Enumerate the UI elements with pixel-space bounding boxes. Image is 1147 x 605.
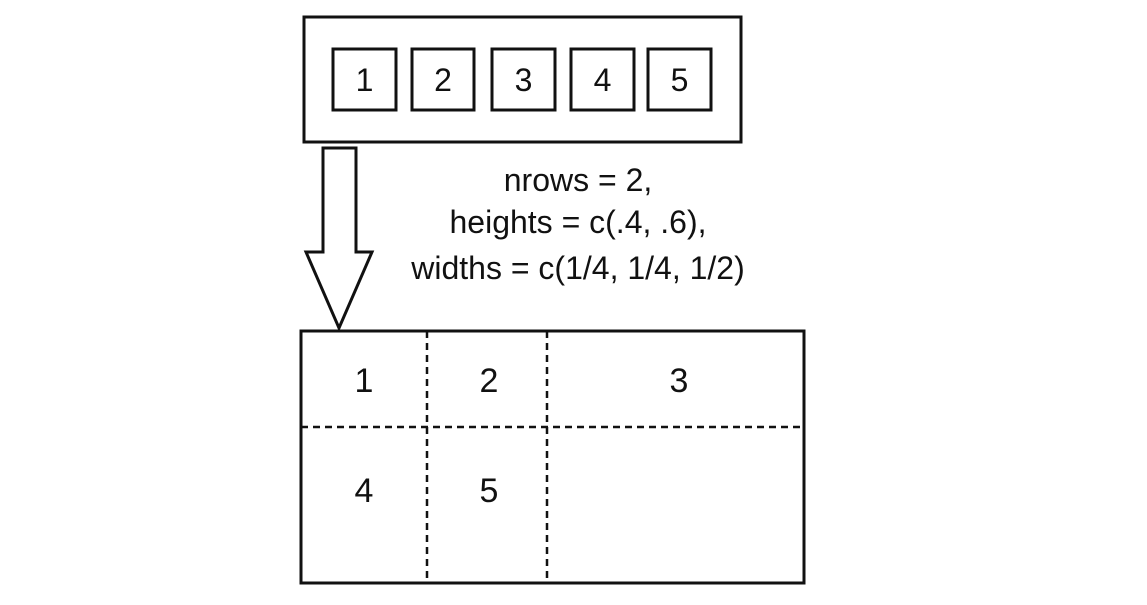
output-grid-border (299, 329, 806, 585)
input-panel: 1 (331, 47, 398, 112)
param-nrows: nrows = 2, (504, 162, 653, 198)
input-panel: 2 (410, 47, 476, 112)
input-panel-box (646, 47, 713, 112)
input-panel-label: 1 (356, 62, 374, 98)
input-panels: 1 2 3 4 5 (331, 47, 713, 112)
input-panel-label: 3 (515, 62, 533, 98)
grid-cell-label: 2 (480, 362, 499, 400)
output-grid: 1 2 3 4 5 (299, 329, 806, 585)
input-strip-container (302, 15, 743, 144)
input-panel-box (490, 47, 557, 112)
input-panel-label: 2 (434, 62, 452, 98)
input-panel-box (331, 47, 398, 112)
param-widths: widths = c(1/4, 1/4, 1/2) (410, 250, 745, 286)
grid-cell-label: 3 (670, 362, 689, 400)
input-panel: 3 (490, 47, 557, 112)
grid-cell-label: 1 (355, 362, 374, 400)
param-heights: heights = c(.4, .6), (449, 204, 706, 240)
down-arrow-icon (303, 146, 375, 332)
grid-cell-label: 5 (480, 472, 499, 510)
input-panel-label: 4 (594, 62, 612, 98)
input-panel-box (410, 47, 476, 112)
input-panel: 5 (646, 47, 713, 112)
input-panel: 4 (569, 47, 636, 112)
input-panel-box (569, 47, 636, 112)
input-panel-label: 5 (671, 62, 689, 98)
layout-parameters: nrows = 2, heights = c(.4, .6), widths =… (410, 162, 745, 286)
grid-cell-label: 4 (355, 472, 374, 510)
